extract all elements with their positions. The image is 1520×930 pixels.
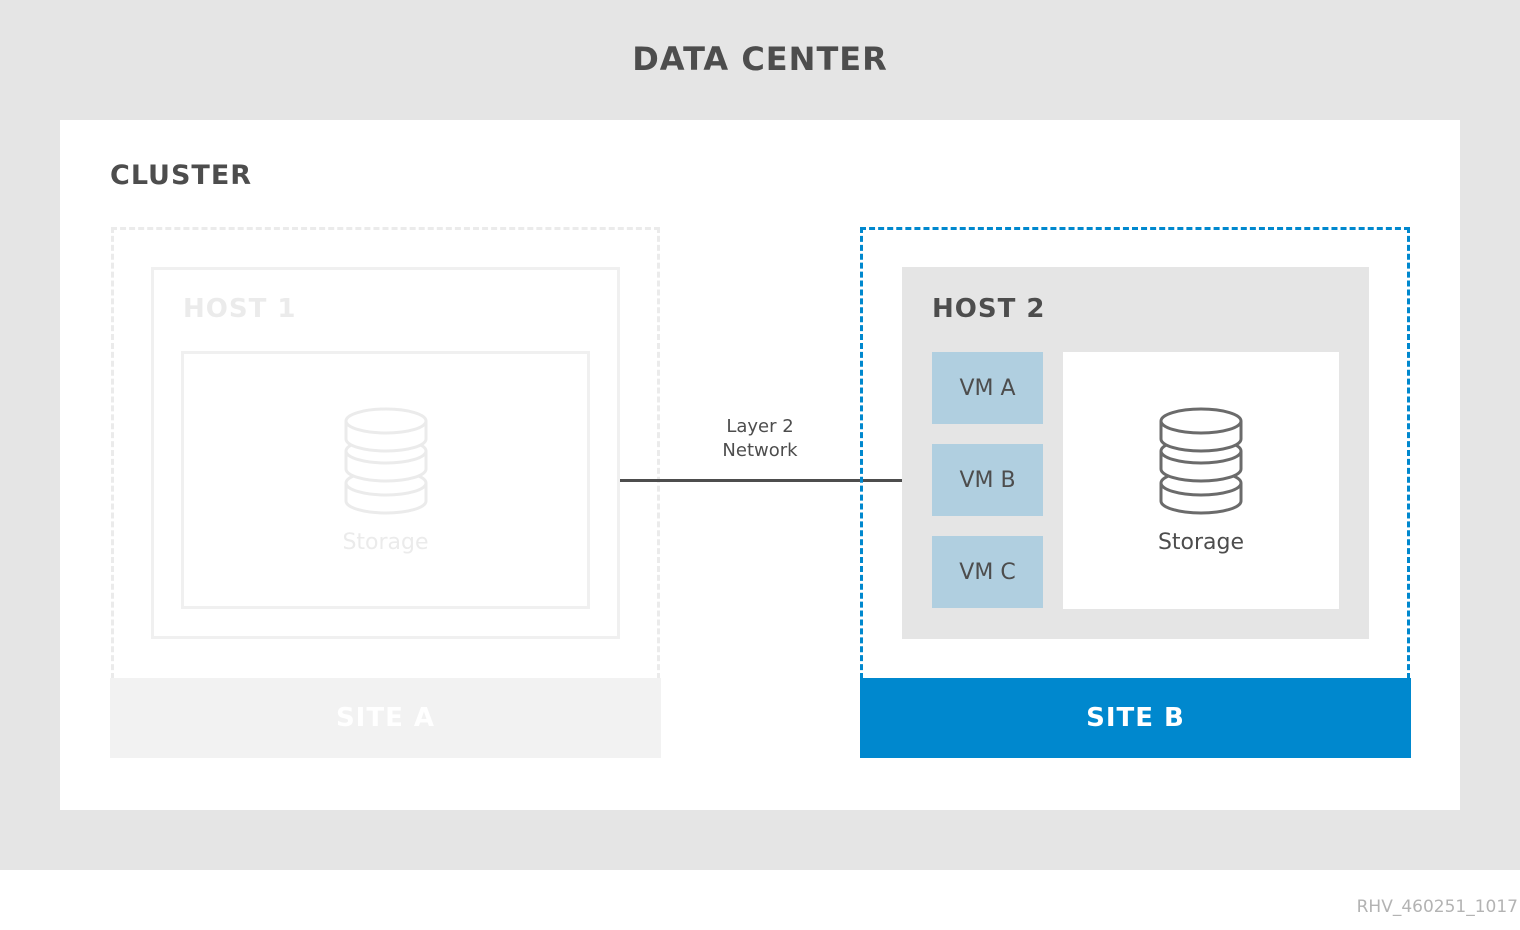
host-1-box <box>151 267 620 639</box>
site-b-label: SITE B <box>860 678 1411 758</box>
layer-2-network-link <box>620 479 902 482</box>
site-b-boundary <box>860 227 1410 679</box>
figure-id: RHV_460251_1017 <box>1356 897 1518 917</box>
site-a-boundary <box>111 227 660 679</box>
vm-b-box: VM B <box>932 444 1043 516</box>
network-label-line-1: Layer 2 <box>726 416 794 437</box>
host-1-storage-label: Storage <box>342 530 429 555</box>
host-2-title: HOST 2 <box>932 294 1046 324</box>
cluster-title: CLUSTER <box>110 160 253 191</box>
database-icon <box>1159 407 1243 515</box>
site-a-label: SITE A <box>110 678 661 758</box>
data-center-title: DATA CENTER <box>632 40 888 78</box>
vm-a-box: VM A <box>932 352 1043 424</box>
network-label-line-2: Network <box>722 440 798 461</box>
host-1-storage-box <box>181 351 590 609</box>
host-2-storage-label: Storage <box>1157 530 1245 555</box>
network-label: Layer 2 Network <box>690 415 830 463</box>
vm-c-box: VM C <box>932 536 1043 608</box>
database-icon <box>344 407 428 515</box>
host-1-title: HOST 1 <box>183 294 297 324</box>
